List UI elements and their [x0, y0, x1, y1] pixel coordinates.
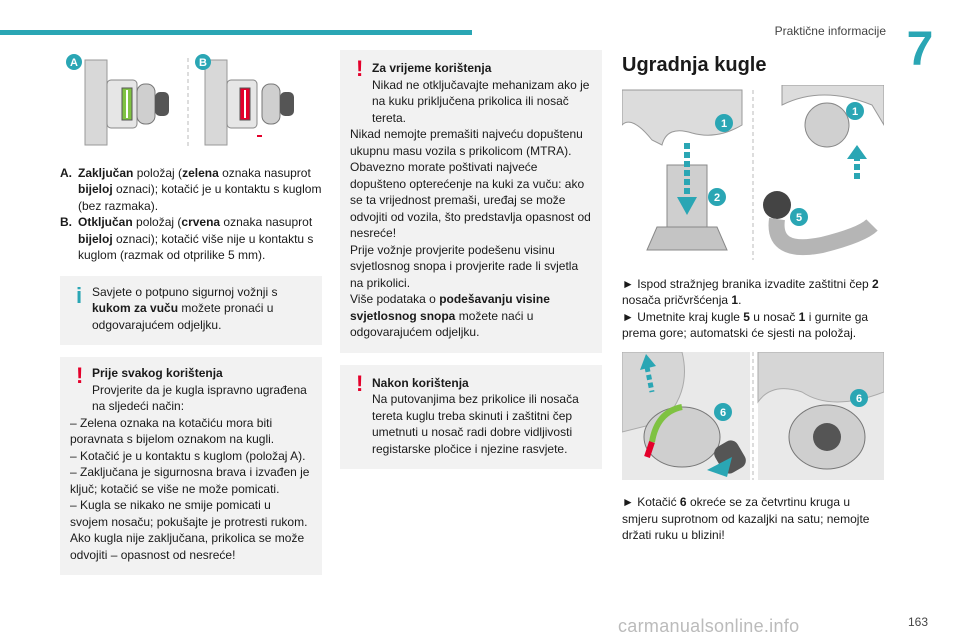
- warning-box-before-use: ! Prije svakog korištenja Provjerite da …: [60, 357, 322, 575]
- definition-list: A. Zaključan položaj (zelena oznaka nasu…: [60, 165, 322, 264]
- warning-title: Prije svakog korištenja: [92, 366, 223, 380]
- text: možete naći u odgovarajućem odjeljku.: [350, 308, 534, 340]
- watermark: carmanualsonline.info: [618, 615, 800, 636]
- illustration-a: [84, 59, 169, 146]
- text: Kotačić: [633, 495, 680, 509]
- text: položaj (: [132, 215, 182, 229]
- warning-text: Obavezno morate poštivati najveće dopušt…: [350, 160, 591, 240]
- figure-install-steps-1: 1 2 1 5: [621, 84, 885, 260]
- warning-text: Prije vožnje provjerite podešenu visinu …: [350, 242, 579, 290]
- info-icon: i: [76, 282, 83, 308]
- text: u nosač: [749, 309, 799, 324]
- column-3: 1 2 1 5 ► Ispod stražnjeg branika izvadi…: [621, 84, 885, 544]
- text: okreće se za četvrtinu kruga u smjeru su…: [622, 495, 870, 542]
- text: Ispod stražnjeg branika izvadite zaštitn…: [633, 276, 873, 291]
- warning-title: Nakon korištenja: [372, 375, 469, 390]
- figure-lock-positions: A B: [66, 54, 294, 146]
- text: .: [738, 293, 742, 307]
- warning-box-after-use: ! Nakon korištenja Na putovanjima bez pr…: [340, 364, 602, 469]
- warning-line: Provjerite da je kugla ispravno ugrađena…: [92, 382, 307, 414]
- term: 1: [731, 293, 739, 307]
- column-2: ! Za vrijeme korištenja Nikad ne otključ…: [340, 50, 602, 481]
- header-accent-bar: [0, 30, 472, 35]
- arrow-bullet-icon: ►: [622, 495, 634, 509]
- page-number: 163: [907, 614, 928, 629]
- warning-line: Ako kugla nije zaključana, prikolica se …: [70, 531, 305, 562]
- text: oznaka nasuprot: [218, 165, 311, 180]
- running-title: Praktične informacije: [774, 24, 886, 38]
- term: bijeloj: [78, 231, 113, 246]
- term: 6: [679, 495, 687, 509]
- badge-6-right: 6: [856, 393, 862, 405]
- badge-b-label: B: [199, 57, 207, 69]
- term: 5: [743, 309, 750, 324]
- warning-line: – Zaključana je sigurnosna brava i izvađ…: [70, 465, 310, 496]
- text: možete pronaći u odgovarajućem odjeljku.: [92, 301, 274, 332]
- badge-b: [195, 54, 211, 70]
- text: oznaci); kotačić je u kontaktu s kuglom …: [78, 182, 322, 213]
- arrow-bullet-icon: ►: [622, 276, 634, 291]
- term: 2: [872, 276, 879, 291]
- definition-key: A.: [60, 165, 72, 180]
- warning-line: – Zelena oznaka na kotačiću mora biti po…: [70, 415, 275, 447]
- warning-text: Nikad nemojte premašiti najveću dopušten…: [350, 127, 583, 158]
- warning-line: – Kugla se nikako ne smije pomicati u sv…: [70, 498, 308, 529]
- badge-1-right: 1: [852, 106, 858, 118]
- term: kukom za vuču: [92, 301, 179, 315]
- illustration-b: [204, 59, 294, 146]
- column-1: A B A. Zaključan položaj (zelena oznaka …: [60, 50, 322, 587]
- warning-icon: !: [76, 363, 84, 388]
- text: i gurnite ga prema gore; automatski će s…: [622, 309, 869, 341]
- term: Zaključan: [78, 165, 134, 180]
- badge-a: [66, 54, 82, 70]
- badge-5: 5: [796, 212, 802, 224]
- figure-install-steps-2: 6 6: [621, 351, 885, 480]
- definition-b: B. Otključan položaj (crvena oznaka nasu…: [60, 214, 322, 264]
- text: Više podataka o: [350, 292, 440, 306]
- definition-a: A. Zaključan položaj (zelena oznaka nasu…: [60, 165, 322, 215]
- section-heading: Ugradnja kugle: [622, 54, 767, 76]
- badge-2: 2: [714, 192, 720, 204]
- warning-text: Nikad ne otključavajte mehanizam ako je …: [372, 77, 590, 125]
- term: zelena: [182, 165, 219, 180]
- term: Otključan: [78, 215, 133, 229]
- step-1: ► Ispod stražnjeg branika izvadite zašti…: [622, 276, 884, 309]
- term: 1: [798, 309, 806, 324]
- text: Savjete o potpuno sigurnoj vožnji s: [92, 284, 278, 299]
- badge-1: 1: [721, 118, 727, 130]
- definition-key: B.: [60, 215, 72, 229]
- info-box: i Savjete o potpuno sigurnoj vožnji s ku…: [60, 275, 322, 345]
- warning-title: Za vrijeme korištenja: [372, 61, 492, 75]
- warning-icon: !: [356, 370, 364, 396]
- chapter-number: 7: [906, 23, 934, 76]
- warning-text: Na putovanjima bez prikolice ili nosača …: [372, 392, 579, 456]
- term: podešavanju visine svjetlosnog snopa: [350, 292, 550, 323]
- badge-6: 6: [720, 407, 726, 419]
- text: oznaci); kotačić više nije u kontaktu s …: [78, 231, 314, 263]
- text: oznaka nasuprot: [220, 215, 313, 229]
- text: nosača pričvršćenja: [622, 293, 732, 307]
- badge-a-label: A: [70, 57, 78, 69]
- warning-icon: !: [356, 56, 364, 81]
- term: bijeloj: [78, 182, 113, 196]
- text: položaj (: [133, 165, 183, 180]
- warning-line: – Kotačić je u kontaktu s kuglom (položa…: [70, 448, 306, 463]
- step-2: ► Umetnite kraj kugle 5 u nosač 1 i gurn…: [622, 309, 884, 342]
- arrow-bullet-icon: ►: [622, 309, 634, 324]
- warning-box-during-use: ! Za vrijeme korištenja Nikad ne otključ…: [340, 50, 602, 353]
- term: crvena: [181, 215, 221, 229]
- text: Umetnite kraj kugle: [633, 309, 744, 324]
- step-3: ► Kotačić 6 okreće se za četvrtinu kruga…: [622, 494, 884, 544]
